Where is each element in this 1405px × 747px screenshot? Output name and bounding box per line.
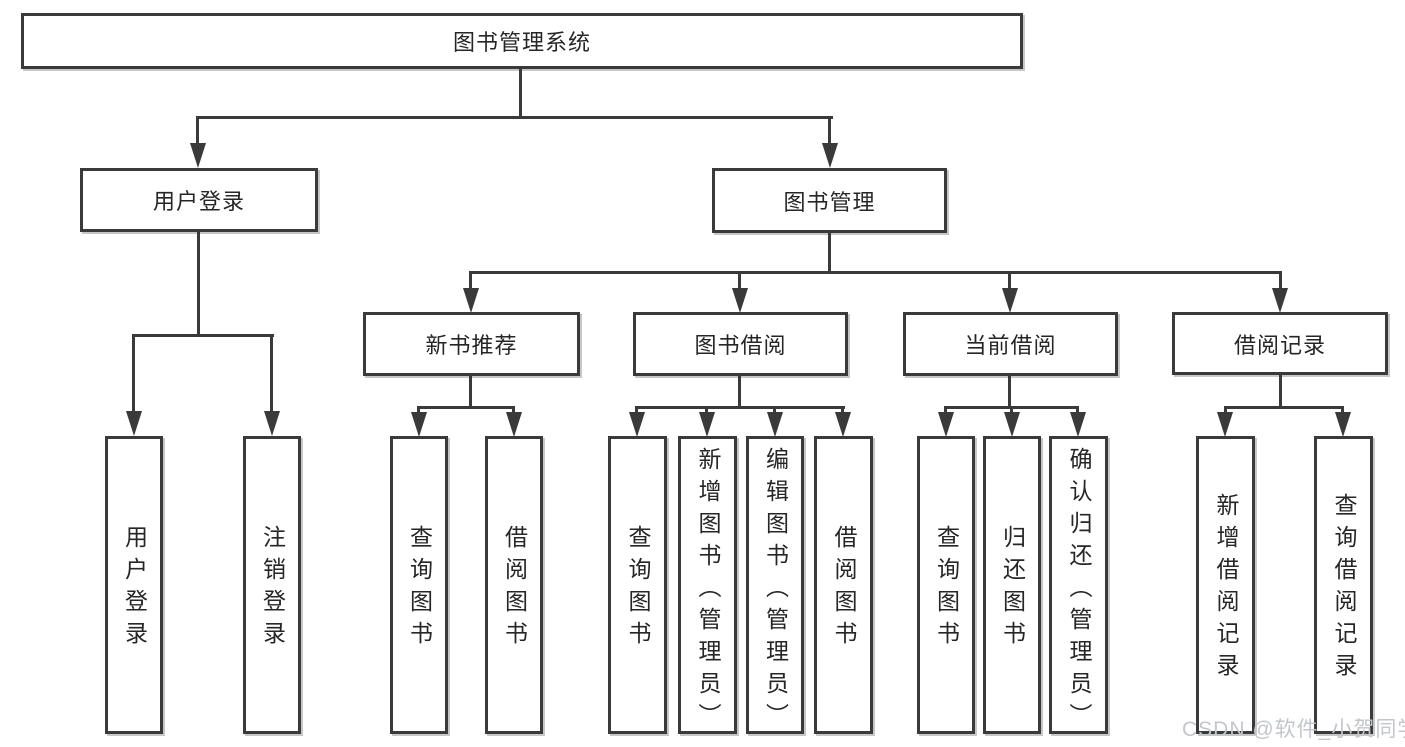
connector-book-borrow-stem (738, 271, 741, 291)
leaf-bb-borrow-books: 借阅图书 (814, 436, 873, 734)
connector-book-borrow-down (738, 374, 741, 409)
node-new-book-recommendation: 新书推荐 (363, 312, 580, 376)
leaf-bb-add-book-admin: 新增图书（管理员） (678, 436, 737, 735)
arrow-to-leaf-logout-icon (264, 411, 280, 436)
node-library-management-system: 图书管理系统 (21, 13, 1023, 69)
leaf-cb-query-books: 查询图书 (917, 436, 975, 734)
connector-book-mgmt-down (828, 231, 831, 274)
leaf-bb-edit-book-admin: 编辑图书（管理员） (746, 436, 804, 735)
arrow-to-borrow-records-icon (1272, 288, 1288, 313)
connector-current-borrow-down (1008, 374, 1011, 409)
watermark: CSDN @软件_小贺同学 (1182, 718, 1405, 741)
arrow-to-cb-confirm-icon (1070, 412, 1086, 437)
arrow-to-bb-edit-icon (767, 412, 783, 437)
connector-user-login-bar (133, 334, 274, 337)
connector-leaf-logout-stem (270, 334, 273, 414)
connector-br-leaf1-stem (1224, 406, 1227, 416)
leaf-user-login: 用户登录 (105, 436, 163, 734)
connector-bb-leaf3-stem (773, 406, 776, 416)
connector-user-login-down (197, 230, 200, 337)
arrow-to-current-borrow-icon (1002, 288, 1018, 313)
connector-root-stem (519, 68, 522, 119)
leaf-br-query-record: 查询借阅记录 (1314, 436, 1373, 734)
connector-bb-leaf2-stem (705, 406, 708, 416)
node-book-management: 图书管理 (712, 168, 947, 233)
connector-bb-leaf1-stem (635, 406, 638, 416)
leaf-cb-confirm-return-admin: 确认归还（管理员） (1049, 436, 1108, 735)
connector-cb-leaf2-stem (1010, 406, 1013, 416)
node-book-borrowing: 图书借阅 (633, 312, 848, 376)
connector-cb-leaf3-stem (1076, 406, 1079, 416)
arrow-to-new-book-icon (463, 288, 479, 313)
arrow-to-leaf-user-login-icon (126, 411, 142, 436)
leaf-nb-borrow-books: 借阅图书 (485, 436, 543, 734)
connector-book-borrow-bar (636, 406, 845, 409)
connector-new-book-bar (418, 406, 515, 409)
connector-root-bar (197, 116, 833, 119)
arrow-to-br-add-icon (1217, 412, 1233, 437)
node-current-borrowing: 当前借阅 (903, 312, 1118, 376)
arrow-to-nb-borrow-icon (506, 412, 522, 437)
connector-nb-leaf2-stem (512, 406, 515, 416)
arrow-to-bb-borrow-icon (835, 412, 851, 437)
arrow-to-cb-query-icon (938, 412, 954, 437)
connector-borrow-records-stem (1279, 271, 1282, 291)
connector-bb-leaf4-stem (841, 406, 844, 416)
arrow-to-br-query-icon (1335, 412, 1351, 437)
leaf-bb-query-books: 查询图书 (608, 436, 667, 734)
arrow-to-book-borrow-icon (732, 288, 748, 313)
arrow-to-user-login-icon (190, 143, 206, 168)
connector-user-login-stem (196, 116, 199, 147)
arrow-to-nb-query-icon (411, 412, 427, 437)
connector-nb-leaf1-stem (417, 406, 420, 416)
leaf-cb-return-books: 归还图书 (983, 436, 1041, 734)
connector-book-mgmt-stem (828, 116, 831, 147)
node-borrowing-records: 借阅记录 (1172, 312, 1388, 375)
connector-leaf-user-login-stem (132, 334, 135, 414)
arrow-to-cb-return-icon (1004, 412, 1020, 437)
connector-new-book-stem (469, 271, 472, 291)
connector-br-leaf2-stem (1341, 406, 1344, 416)
connector-cb-leaf1-stem (944, 406, 947, 416)
arrow-to-bb-query-icon (629, 412, 645, 437)
leaf-nb-query-books: 查询图书 (390, 436, 448, 734)
leaf-br-add-record: 新增借阅记录 (1196, 436, 1255, 734)
node-user-login: 用户登录 (80, 168, 318, 232)
arrow-to-book-mgmt-icon (822, 143, 838, 168)
connector-borrow-records-down (1279, 373, 1282, 409)
connector-borrow-records-bar (1224, 406, 1344, 409)
arrow-to-bb-add-icon (699, 412, 715, 437)
connector-current-borrow-stem (1008, 271, 1011, 291)
leaf-logout: 注销登录 (243, 436, 301, 734)
connector-new-book-down (469, 374, 472, 409)
connector-book-mgmt-bar (470, 271, 1282, 274)
